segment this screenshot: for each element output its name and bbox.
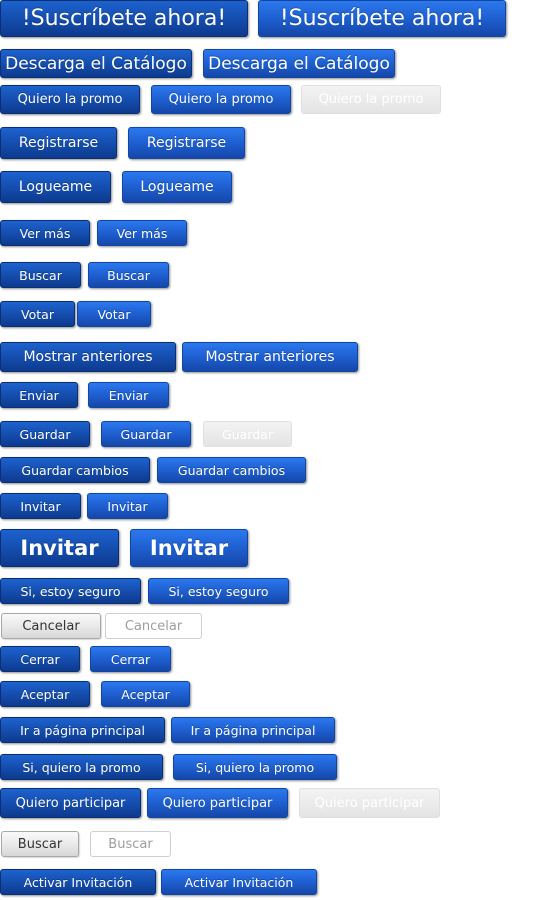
save-button[interactable]: Guardar [0, 421, 90, 447]
subscribe-button-hover[interactable]: !Suscríbete ahora! [258, 0, 506, 37]
cancel-button-disabled: Cancelar [105, 613, 202, 639]
close-button-hover[interactable]: Cerrar [90, 646, 171, 672]
search-button-hover[interactable]: Buscar [88, 262, 169, 288]
search-button[interactable]: Buscar [0, 262, 81, 288]
activate-invitation-button-hover[interactable]: Activar Invitación [161, 869, 317, 895]
want-promo-button-disabled: Quiero la promo [301, 85, 441, 114]
invite-button-large[interactable]: Invitar [0, 529, 119, 567]
accept-button[interactable]: Aceptar [0, 681, 90, 707]
see-more-button-hover[interactable]: Ver más [97, 220, 187, 246]
invite-button-large-hover[interactable]: Invitar [130, 529, 248, 567]
login-button[interactable]: Logueame [0, 171, 111, 203]
invite-button-small-hover[interactable]: Invitar [87, 493, 168, 519]
vote-button-hover[interactable]: Votar [77, 301, 151, 327]
activate-invitation-button[interactable]: Activar Invitación [0, 869, 156, 895]
want-promo-button[interactable]: Quiero la promo [0, 85, 140, 114]
want-participate-button-disabled: Quiero participar [299, 788, 440, 818]
download-catalog-button-hover[interactable]: Descarga el Catálogo [203, 49, 395, 78]
save-button-hover[interactable]: Guardar [101, 421, 191, 447]
see-more-button[interactable]: Ver más [0, 220, 90, 246]
show-previous-button[interactable]: Mostrar anteriores [0, 342, 176, 372]
show-previous-button-hover[interactable]: Mostrar anteriores [182, 342, 358, 372]
register-button[interactable]: Registrarse [0, 127, 117, 159]
want-participate-button-hover[interactable]: Quiero participar [147, 788, 288, 818]
save-changes-button-hover[interactable]: Guardar cambios [157, 457, 306, 483]
search-button-gray-disabled: Buscar [90, 831, 171, 857]
save-changes-button[interactable]: Guardar cambios [0, 457, 150, 483]
go-home-button[interactable]: Ir a página principal [0, 717, 165, 743]
search-button-gray[interactable]: Buscar [1, 831, 79, 857]
download-catalog-button[interactable]: Descarga el Catálogo [0, 49, 192, 78]
subscribe-button[interactable]: !Suscríbete ahora! [0, 0, 248, 37]
send-button[interactable]: Enviar [0, 382, 78, 408]
yes-want-promo-button[interactable]: Si, quiero la promo [0, 754, 163, 780]
login-button-hover[interactable]: Logueame [122, 171, 232, 203]
confirm-sure-button-hover[interactable]: Si, estoy seguro [148, 578, 289, 604]
yes-want-promo-button-hover[interactable]: Si, quiero la promo [173, 754, 337, 780]
close-button[interactable]: Cerrar [0, 646, 80, 672]
vote-button[interactable]: Votar [0, 301, 75, 327]
send-button-hover[interactable]: Enviar [88, 382, 169, 408]
cancel-button[interactable]: Cancelar [1, 613, 101, 639]
register-button-hover[interactable]: Registrarse [128, 127, 245, 159]
want-promo-button-hover[interactable]: Quiero la promo [151, 85, 291, 114]
confirm-sure-button[interactable]: Si, estoy seguro [0, 578, 141, 604]
invite-button-small[interactable]: Invitar [0, 493, 81, 519]
accept-button-hover[interactable]: Aceptar [101, 681, 190, 707]
save-button-disabled: Guardar [203, 421, 292, 447]
go-home-button-hover[interactable]: Ir a página principal [171, 717, 335, 743]
want-participate-button[interactable]: Quiero participar [0, 788, 141, 818]
